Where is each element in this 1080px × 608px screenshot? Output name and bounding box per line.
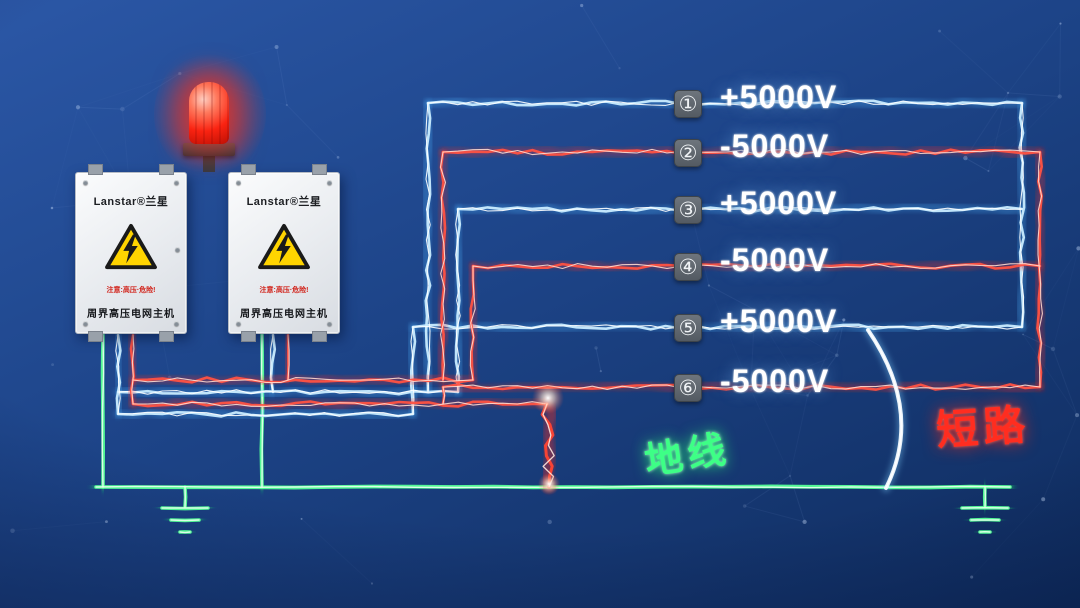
alarm-base: [183, 143, 235, 156]
alarm-stand: [203, 155, 215, 172]
screw: [174, 180, 179, 185]
screw: [327, 180, 332, 185]
model-label: 周界高压电网主机: [240, 309, 328, 320]
mount-tab: [312, 164, 327, 175]
screw: [236, 321, 241, 326]
brand-label: Lanstar®兰星: [93, 196, 169, 208]
wire-voltage-label: -5000V: [720, 128, 830, 164]
wire-voltage-label: +5000V: [720, 303, 838, 339]
spark-flash: [532, 382, 564, 414]
wire-number-badge: ⑤: [674, 314, 702, 342]
mount-tab: [88, 164, 103, 175]
spark-flash: [538, 473, 560, 495]
alarm-dome: [189, 82, 229, 144]
warning-text: 注意:高压·危险!: [259, 287, 309, 294]
model-label: 周界高压电网主机: [87, 309, 175, 320]
mount-tab: [312, 331, 327, 342]
wire-number-badge: ⑥: [674, 374, 702, 402]
screw: [236, 180, 241, 185]
wire-number-badge: ④: [674, 253, 702, 281]
controller-box-2: Lanstar®兰星 注意:高压·危险! 周界高压电网主机: [228, 164, 340, 342]
wire-number-badge: ②: [674, 139, 702, 167]
screw: [83, 180, 88, 185]
high-voltage-warning-icon: [257, 223, 311, 271]
wire-number-badge: ③: [674, 196, 702, 224]
mount-tab: [241, 164, 256, 175]
mount-tab: [88, 331, 103, 342]
wire-voltage-label: +5000V: [720, 185, 838, 221]
screw: [175, 247, 180, 252]
wire-voltage-label: +5000V: [720, 79, 838, 115]
brand-label: Lanstar®兰星: [246, 196, 322, 208]
controller-box-1: Lanstar®兰星 注意:高压·危险! 周界高压电网主机: [75, 164, 187, 342]
short-circuit-arc: [863, 325, 906, 493]
alarm-beacon: [154, 52, 266, 176]
wire-number-badge: ①: [674, 90, 702, 118]
warning-text: 注意:高压·危险!: [106, 287, 156, 294]
mount-tab: [159, 331, 174, 342]
mount-tab: [159, 164, 174, 175]
wire-voltage-label: -5000V: [720, 242, 830, 278]
wire-voltage-label: -5000V: [720, 363, 830, 399]
screw: [327, 321, 332, 326]
high-voltage-warning-icon: [104, 223, 158, 271]
short-circuit-label: 短路: [934, 400, 1032, 455]
screw: [83, 321, 88, 326]
mount-tab: [241, 331, 256, 342]
screw: [174, 321, 179, 326]
